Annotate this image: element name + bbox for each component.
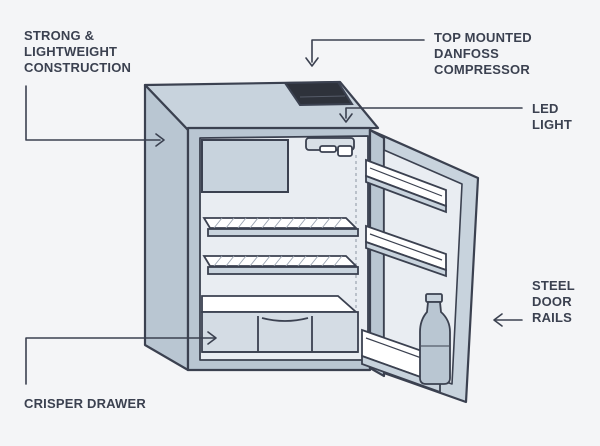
label-rails: STEEL DOOR RAILS <box>532 278 575 326</box>
compressor-arrow-icon <box>305 57 319 67</box>
label-construction-line2: LIGHTWEIGHT <box>24 44 118 59</box>
construction-arrow-icon <box>155 133 165 147</box>
construction-leader <box>25 85 161 141</box>
shelf-upper <box>202 217 359 237</box>
crisper-drawer-unit <box>201 295 359 353</box>
freezer-compartment <box>201 139 289 193</box>
crisper-leader <box>25 337 215 385</box>
label-construction: STRONG & LIGHTWEIGHT CONSTRUCTION <box>24 28 131 76</box>
label-crisper-line1: CRISPER DRAWER <box>24 396 146 411</box>
rails-arrow-icon <box>493 313 503 327</box>
label-crisper: CRISPER DRAWER <box>24 396 146 412</box>
label-led-line1: LED <box>532 101 559 116</box>
label-rails-line1: STEEL <box>532 278 575 293</box>
label-compressor: TOP MOUNTED DANFOSS COMPRESSOR <box>434 30 532 78</box>
label-construction-line3: CONSTRUCTION <box>24 60 132 75</box>
label-led: LED LIGHT <box>532 101 572 133</box>
crisper-arrow-icon <box>207 331 217 345</box>
label-construction-line1: STRONG & <box>24 28 95 43</box>
shelf-lower <box>202 255 359 275</box>
label-compressor-line1: TOP MOUNTED <box>434 30 532 45</box>
led-fitting <box>305 137 355 157</box>
bottle-icon <box>419 293 451 385</box>
compressor-leader <box>311 39 425 63</box>
led-arrow-icon <box>339 113 353 123</box>
label-compressor-line2: DANFOSS <box>434 46 499 61</box>
led-leader <box>345 107 523 119</box>
label-rails-line2: DOOR <box>532 294 572 309</box>
cabinet-side <box>143 83 190 372</box>
label-rails-line3: RAILS <box>532 310 572 325</box>
label-compressor-line3: COMPRESSOR <box>434 62 530 77</box>
callout-lines <box>25 39 523 385</box>
label-led-line2: LIGHT <box>532 117 572 132</box>
compressor-unit <box>283 80 354 107</box>
